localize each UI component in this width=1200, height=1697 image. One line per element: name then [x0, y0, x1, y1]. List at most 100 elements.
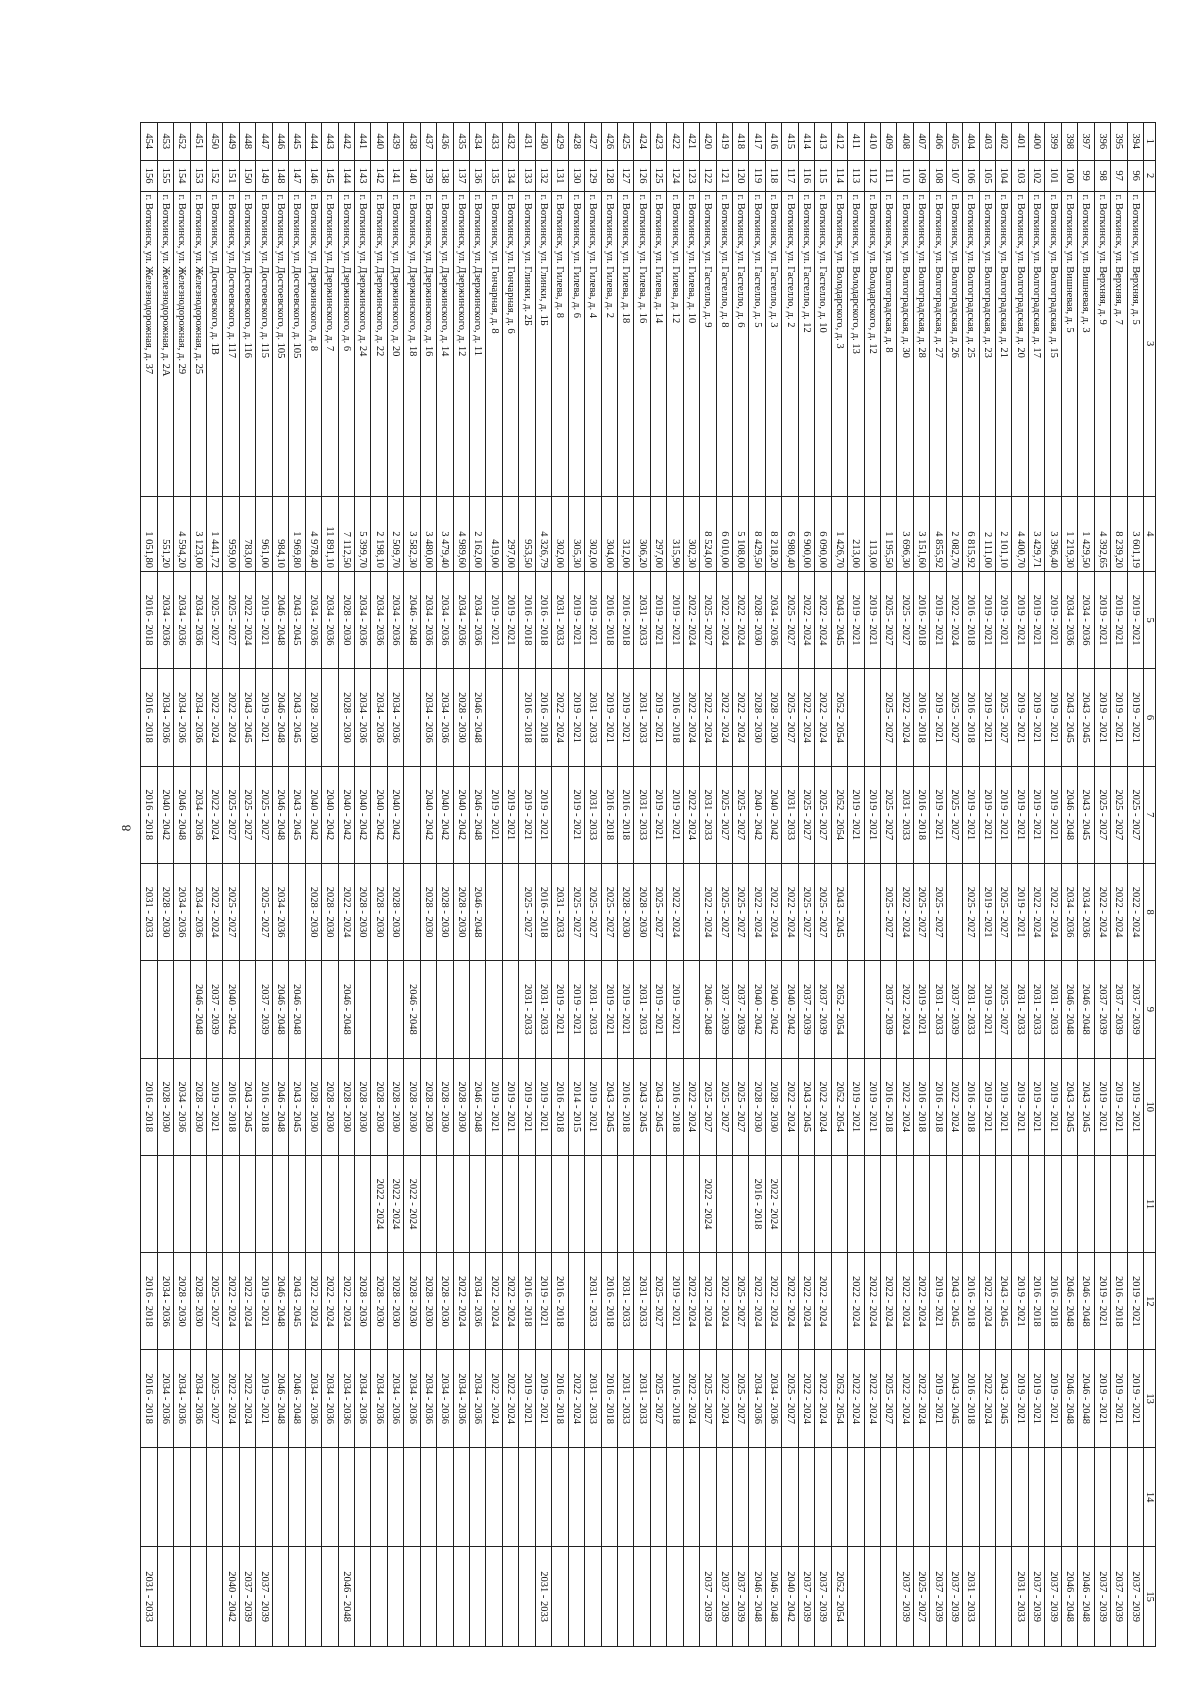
table-cell: 2025 - 2027	[732, 1349, 749, 1448]
table-cell: г. Воткинск, ул. Волгоградская, д. 20	[1012, 191, 1029, 497]
table-cell: 2022 - 2024	[896, 863, 914, 961]
table-cell: 2016 - 2018	[962, 668, 980, 767]
table-cell: 2016 - 2018	[518, 571, 536, 669]
table-cell: 2019 - 2021	[486, 1058, 503, 1156]
table-cell	[486, 668, 503, 767]
table-cell: 2046 - 2048	[338, 960, 355, 1059]
table-cell: 2025 - 2027	[995, 863, 1012, 961]
table-cell: 2031 - 2033	[518, 960, 536, 1059]
table-cell: 2019 - 2021	[1028, 1058, 1045, 1156]
table-cell	[847, 668, 865, 767]
table-cell: 2019 - 2021	[666, 571, 684, 669]
table-cell: 2022 - 2024	[946, 571, 963, 669]
table-cell: 2028 - 2030	[354, 863, 371, 961]
table-cell: 2031 - 2033	[584, 766, 602, 864]
table-cell: 2034 - 2036	[354, 1349, 371, 1448]
table-cell: 2046 - 2048	[469, 1058, 486, 1156]
table-cell: 2034 - 2036	[321, 571, 339, 669]
table-cell	[486, 1546, 503, 1647]
table-cell: 2043 - 2045	[946, 1349, 963, 1448]
table-cell: г. Воткинск, ул. Дзержинского, д. 16	[420, 191, 437, 497]
table-cell: 2019 - 2021	[995, 1058, 1012, 1156]
table-cell: 113,00	[864, 496, 881, 572]
table-cell: 2019 - 2021	[1094, 1252, 1111, 1350]
table-cell: 2019 - 2021	[1044, 1349, 1062, 1448]
table-cell: 2022 - 2024	[814, 571, 832, 669]
table-cell: 2019 - 2021	[1044, 766, 1062, 864]
table-cell: г. Воткинск, ул. Гастелло, д. 8	[716, 191, 733, 497]
table-cell: 2046 - 2048	[272, 960, 289, 1059]
table-cell	[568, 1447, 585, 1547]
table-cell: 2022 - 2024	[699, 1155, 717, 1253]
table-cell: 2034 - 2036	[453, 1349, 470, 1448]
table-cell	[502, 960, 519, 1059]
table-cell: 2037 - 2039	[732, 1546, 749, 1647]
table-cell: 2022 - 2024	[781, 1058, 799, 1156]
table-cell: 2028 - 2030	[749, 668, 766, 767]
table-cell: 2034 - 2036	[436, 571, 454, 669]
table-cell	[157, 1546, 174, 1647]
table-cell: 2037 - 2039	[1127, 960, 1144, 1059]
table-cell	[370, 1546, 388, 1647]
table-cell	[584, 1155, 602, 1253]
table-cell	[239, 1155, 256, 1253]
table-cell: 2034 - 2036	[173, 1349, 191, 1448]
table-cell: 2028 - 2030	[403, 1058, 421, 1156]
table-cell: 2031 - 2033	[896, 766, 914, 864]
column-header-12: 12	[1143, 1252, 1156, 1350]
table-cell	[847, 863, 865, 961]
table-cell: 2022 - 2024	[551, 668, 569, 767]
table-cell: 1 969,80	[288, 496, 306, 572]
table-cell: 2019 - 2021	[518, 766, 536, 864]
table-cell: 2025 - 2027	[814, 863, 832, 961]
table-cell: 2040 - 2042	[765, 766, 782, 864]
table-cell: 2022 - 2024	[716, 1252, 733, 1350]
table-cell: 431	[518, 122, 536, 161]
table-cell	[272, 1155, 289, 1253]
table-cell	[453, 1546, 470, 1647]
table-cell	[354, 1546, 371, 1647]
table-cell	[979, 1155, 996, 1253]
table-cell: 2028 - 2030	[420, 863, 437, 961]
table-cell: 2019 - 2021	[535, 1058, 552, 1156]
table-cell: 2037 - 2039	[1127, 1546, 1144, 1647]
table-cell: 2037 - 2039	[1044, 1546, 1062, 1647]
table-cell: 117	[781, 160, 799, 192]
table-cell: 3 429,71	[1028, 496, 1045, 572]
table-cell	[338, 1155, 355, 1253]
table-cell: 2028 - 2030	[453, 863, 470, 961]
table-cell: 2025 - 2027	[206, 1252, 223, 1350]
table-cell: 2019 - 2021	[979, 571, 996, 669]
table-cell: 2028 - 2030	[765, 1058, 782, 1156]
table-cell: г. Воткинск, ул. Верхняя, д. 5	[1127, 191, 1144, 497]
table-cell: 2016 - 2018	[140, 1252, 158, 1350]
table-cell: 2025 - 2027	[781, 1349, 799, 1448]
table-cell	[633, 1447, 651, 1547]
table-cell: 2028 - 2030	[749, 571, 766, 669]
table-cell: 2019 - 2021	[1044, 1058, 1062, 1156]
table-cell: 2031 - 2033	[617, 1349, 634, 1448]
table-cell	[1044, 1155, 1062, 1253]
table-cell: 116	[798, 160, 815, 192]
table-cell: г. Воткинск, ул. Дзержинского, д. 22	[370, 191, 388, 497]
table-cell: 2 082,70	[946, 496, 963, 572]
table-cell: г. Воткинск, ул. Волгоградская, д. 28	[913, 191, 930, 497]
table-cell	[1094, 1447, 1111, 1547]
table-cell: 2040 - 2042	[749, 766, 766, 864]
table-cell	[288, 1546, 306, 1647]
table-cell: 2052 - 2054	[831, 766, 848, 864]
table-cell: 2016 - 2018	[913, 571, 930, 669]
table-cell	[502, 668, 519, 767]
table-cell: 2016 - 2018	[518, 668, 536, 767]
table-cell: 144	[338, 160, 355, 192]
